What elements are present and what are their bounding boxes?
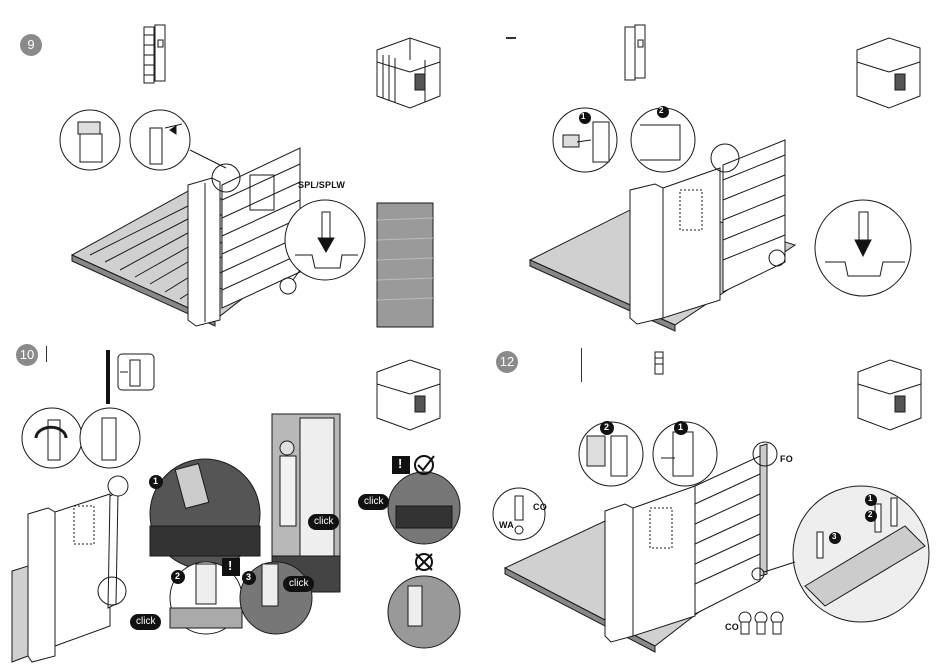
door-panel [663,168,720,318]
part-code-co: CO [533,502,547,512]
step-12-panel: 12 [475,336,950,672]
click-label-3: click [283,576,314,592]
marker-2b: 2 [868,510,872,519]
detail-circle-profile [80,408,140,468]
marker-2: 2 [175,571,180,581]
profile-strip [108,492,118,608]
step-9-panel: 9 [0,0,475,336]
shed-thumbnail-icon [377,360,440,430]
part-code-wa: WA [499,520,514,530]
marker-2: 2 [604,422,609,432]
divider-bar [106,350,110,404]
wall-panel-icon [144,25,165,83]
corner-post [28,508,55,662]
marker-3: 3 [832,532,836,541]
marker-1: 1 [153,476,158,486]
check-circle [388,472,460,544]
click-label-photo: click [308,514,339,530]
wall-panel [55,494,110,646]
step-11-illustration [475,0,950,336]
step-10-illustration [0,336,475,672]
screw-icon [655,352,663,374]
step-11-panel: 1 2 [475,0,950,336]
corner-post [605,504,633,642]
marker-1: 1 [678,422,683,432]
marker-2: 2 [659,106,663,115]
warning-sign: ! [228,558,232,573]
detail-circle-screws [793,486,929,622]
corner-post [188,178,220,326]
detail-circle-anchor [493,488,545,540]
detail-circle-slot [285,200,365,280]
detail-circle-slot [815,200,911,296]
panel-photo [377,203,433,327]
step-10-panel: 10 [0,336,475,672]
detail-circle-1 [60,110,120,170]
wall-panel-sliding [723,140,785,292]
cross-circle [388,576,460,648]
marker-1b: 1 [868,494,872,503]
corner-post [630,184,663,324]
shed-thumbnail-icon [377,38,440,108]
part-code-fo: FO [780,454,793,464]
shed-thumbnail-icon [858,360,921,430]
part-code-co-bottom: CO [725,622,739,632]
checkmark-icon [415,456,434,474]
click-label-2: click [130,614,161,630]
click-label-check: click [358,494,389,510]
warning-sign-2: ! [398,456,402,471]
wall-panel-door [633,486,695,636]
profile-strip [760,444,767,576]
detail-circle-2 [130,110,190,170]
profile-icon [118,354,154,390]
shed-thumbnail-icon [857,38,920,108]
marker-1: 1 [581,112,585,121]
step-9-illustration [0,0,475,336]
detail-circle-tool [150,459,260,569]
marker-3: 3 [246,572,251,582]
bolt-set-icon [739,612,783,634]
floor-base [12,566,28,662]
cross-icon [416,554,432,570]
part-code-label: SPL/SPLW [298,180,345,190]
wall-panel-icon [625,25,645,80]
detail-circle-rotate [22,408,82,468]
